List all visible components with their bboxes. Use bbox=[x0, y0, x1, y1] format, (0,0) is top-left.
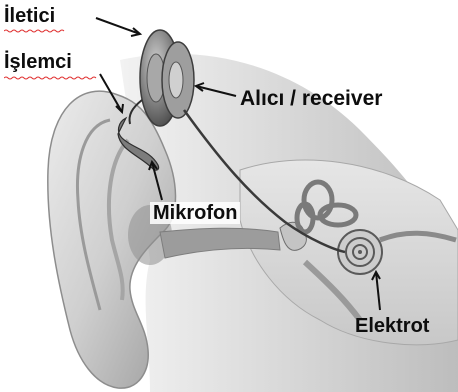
label-receiver: Alıcı / receiver bbox=[240, 88, 382, 109]
label-microphone: Mikrofon bbox=[150, 202, 240, 224]
receiver-implant bbox=[162, 42, 194, 118]
spellcheck-underline-transmitter bbox=[4, 29, 66, 33]
label-electrode: Elektrot bbox=[355, 316, 429, 336]
label-processor: İşlemci bbox=[4, 52, 72, 72]
label-transmitter: İletici bbox=[4, 6, 55, 26]
spellcheck-underline-processor bbox=[4, 76, 98, 80]
